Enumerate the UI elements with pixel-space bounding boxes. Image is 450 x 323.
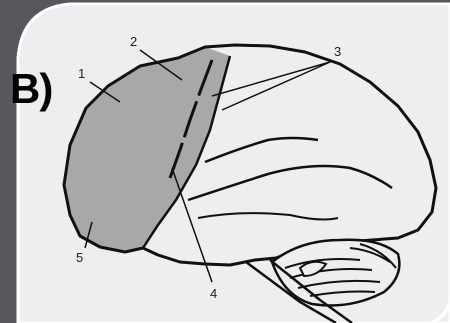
- callout-4: 4: [210, 286, 217, 301]
- callout-1: 1: [78, 66, 85, 81]
- callout-5: 5: [76, 250, 83, 265]
- callout-2: 2: [130, 34, 137, 49]
- callout-3: 3: [334, 44, 341, 59]
- panel-label: B): [10, 68, 52, 110]
